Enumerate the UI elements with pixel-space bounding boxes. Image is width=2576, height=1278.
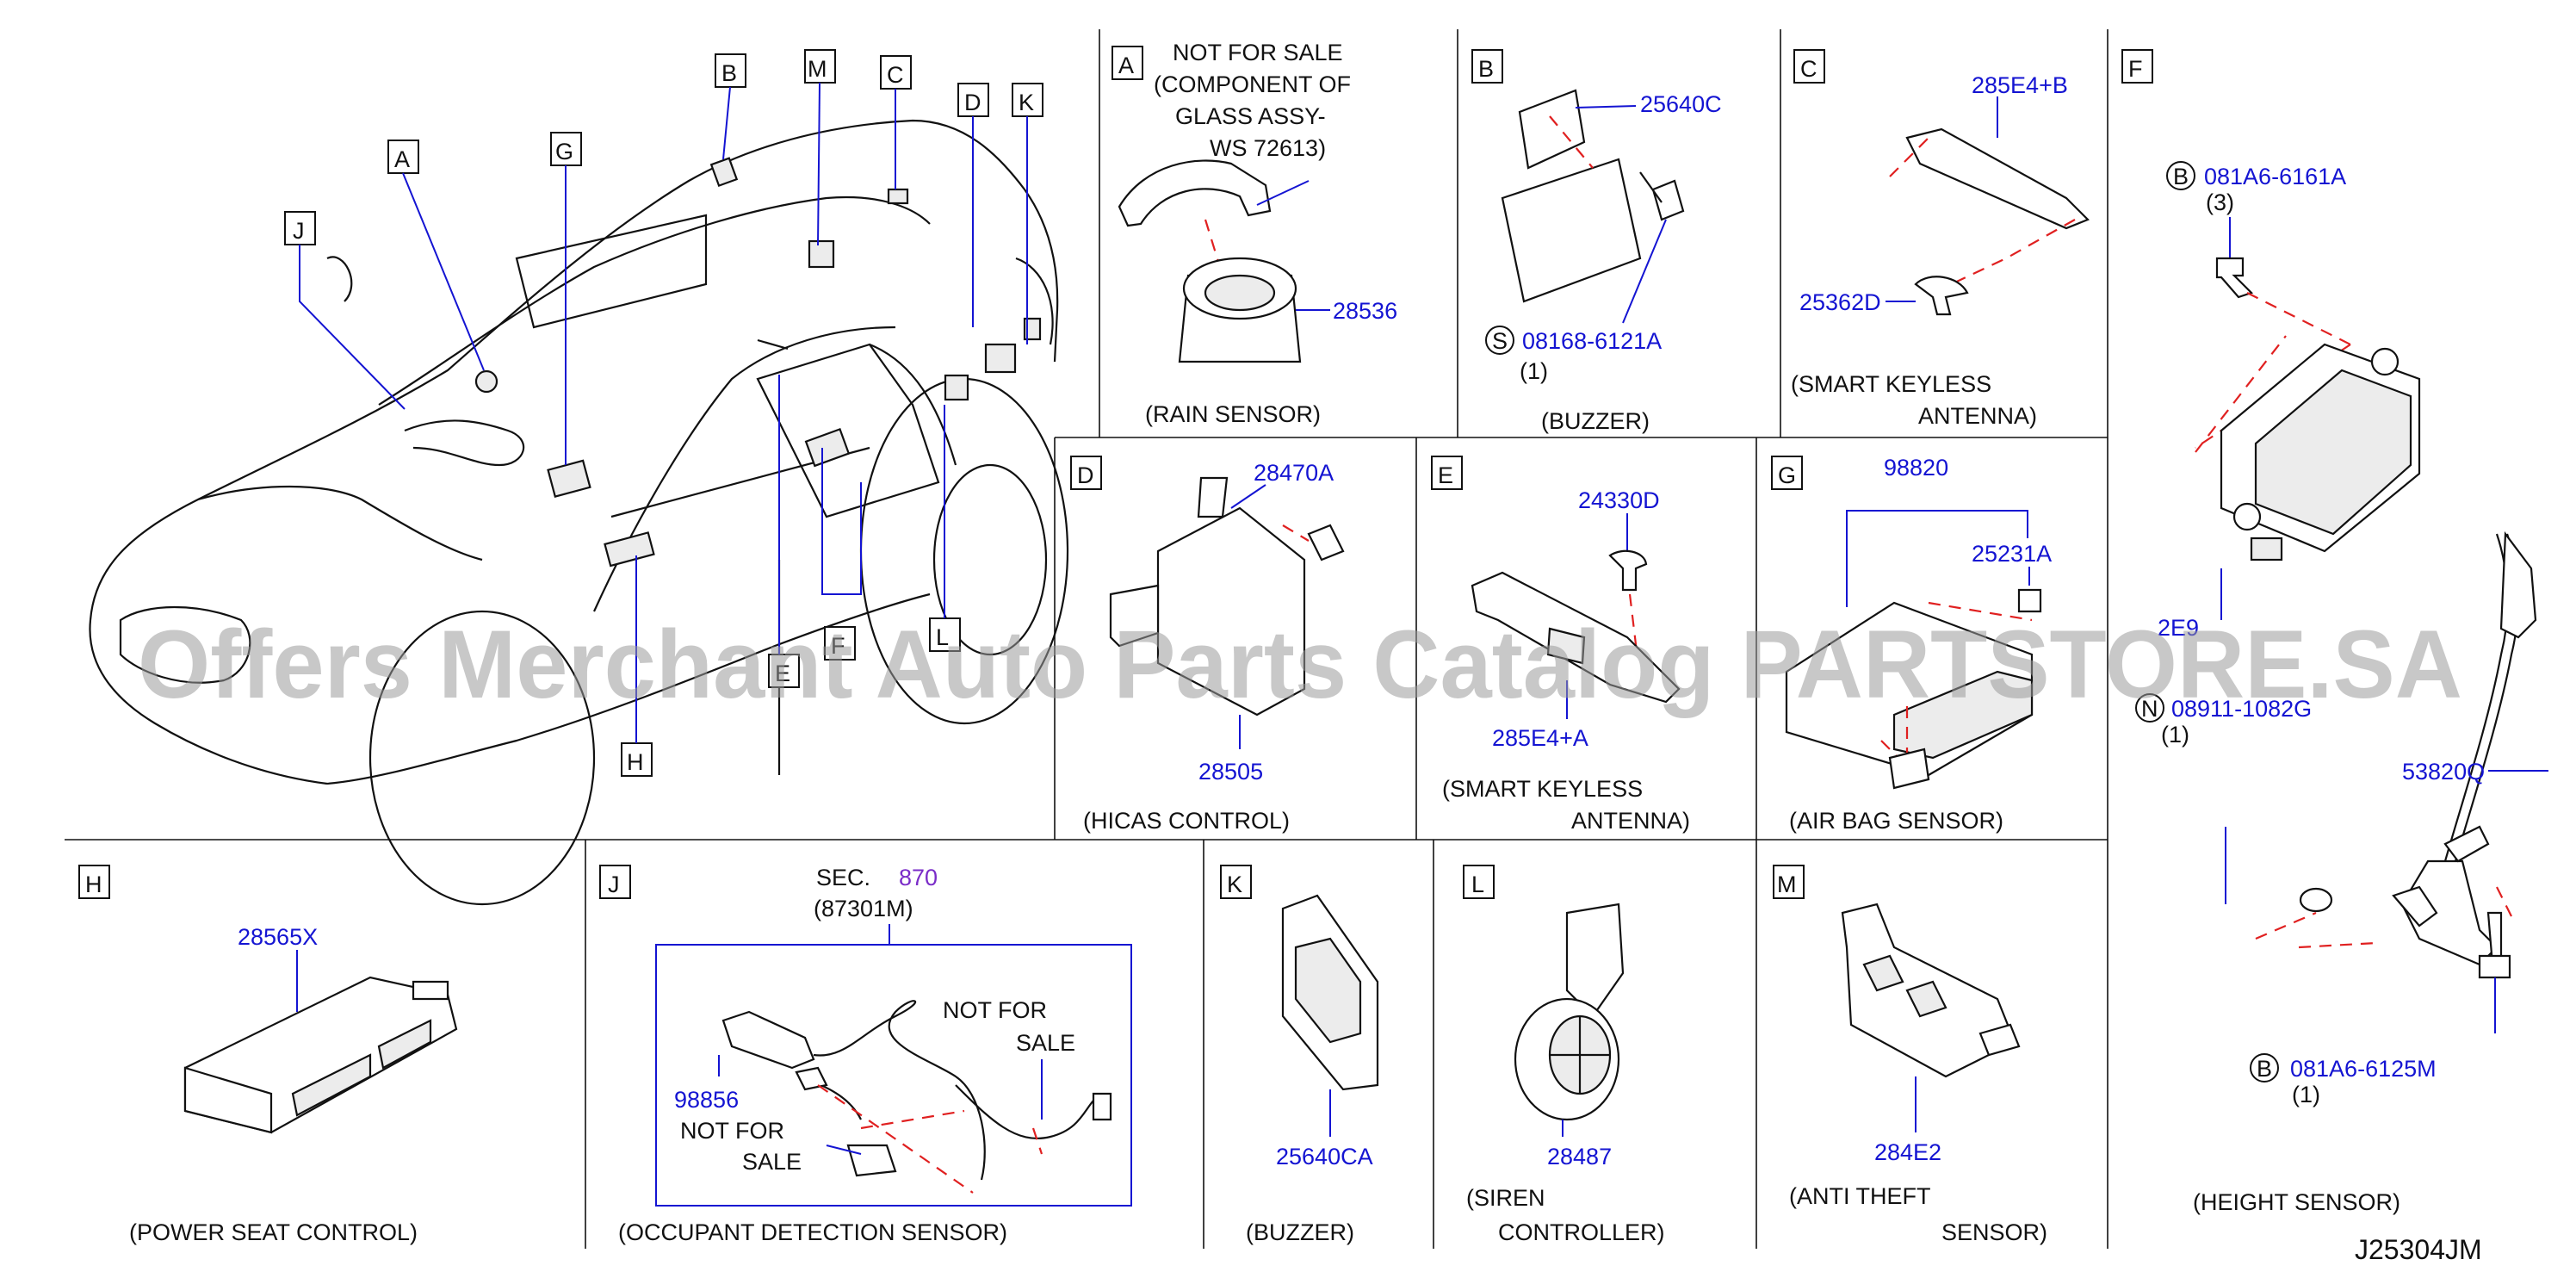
- panel-C-smart-keyless-antenna: C 285E4+B 25362D (SMART KEYLESS ANTENNA): [1791, 49, 2090, 429]
- nfs-line: NOT FOR: [680, 1118, 784, 1144]
- panel-title: (AIR BAG SENSOR): [1789, 808, 2003, 834]
- panel-letter: E: [1438, 462, 1453, 488]
- callout-M: M: [808, 56, 827, 82]
- drawing-id: J25304JM: [2355, 1234, 2482, 1265]
- callout-C: C: [887, 62, 904, 88]
- panel-title: (BUZZER): [1541, 408, 1650, 434]
- part-number: 53820Q: [2402, 759, 2485, 785]
- panel-title-line: ANTENNA): [1571, 808, 1690, 834]
- circle-label: B: [2173, 164, 2189, 189]
- part-number: 25640CA: [1276, 1144, 1373, 1169]
- part-number: 285E4+B: [1972, 72, 2068, 98]
- part-number: 25362D: [1799, 289, 1881, 315]
- panel-letter: C: [1800, 56, 1817, 82]
- section-number: 870: [899, 865, 938, 890]
- circle-label: B: [2257, 1056, 2272, 1082]
- part-number: 24330D: [1578, 487, 1660, 513]
- panel-letter: K: [1227, 872, 1242, 897]
- callout-E: E: [775, 661, 790, 686]
- callout-H: H: [627, 749, 644, 775]
- circle-label: N: [2141, 696, 2158, 722]
- nfs-line: SALE: [742, 1149, 802, 1175]
- nfs-line: NOT FOR: [943, 997, 1047, 1023]
- panel-title-line: (ANTI THEFT: [1789, 1183, 1931, 1209]
- part-number: 98820: [1884, 455, 1948, 481]
- callout-D: D: [964, 90, 981, 115]
- panel-M-anti-theft-sensor: M 284E2 (ANTI THEFT SENSOR): [1773, 865, 2047, 1245]
- part-number: 28487: [1547, 1144, 1612, 1169]
- callout-L: L: [936, 624, 949, 650]
- panel-letter: J: [608, 872, 620, 897]
- circle-label: S: [1492, 328, 1508, 354]
- part-number: 081A6-6161A: [2204, 164, 2346, 189]
- watermark: Offers Merchant Auto Parts Catalog PARTS…: [138, 611, 2462, 718]
- part-number: 25640C: [1640, 91, 1722, 117]
- panel-title-line: ANTENNA): [1918, 403, 2037, 429]
- part-number: 28505: [1198, 759, 1263, 785]
- panel-E-smart-keyless-antenna: E 24330D 285E4+A (SMART KEYLESS ANTENNA): [1431, 456, 1690, 834]
- panel-G-air-bag-sensor: G 98820 25231A (AIR BAG SENSOR): [1771, 455, 2052, 834]
- callout-K: K: [1019, 90, 1034, 115]
- panel-title: (HICAS CONTROL): [1083, 808, 1290, 834]
- quantity: (1): [1520, 358, 1548, 384]
- part-number: 98856: [674, 1087, 739, 1113]
- nfs-line: SALE: [1016, 1030, 1075, 1056]
- panel-letter: L: [1471, 872, 1484, 897]
- panel-title: (OCCUPANT DETECTION SENSOR): [618, 1219, 1007, 1245]
- panel-title: (BUZZER): [1246, 1219, 1354, 1245]
- part-number: 25231A: [1972, 541, 2052, 567]
- callout-G: G: [555, 139, 573, 164]
- part-number: 28536: [1333, 298, 1397, 324]
- panel-K-buzzer: K 25640CA (BUZZER): [1220, 865, 1379, 1245]
- panel-letter: B: [1478, 56, 1494, 82]
- panel-letter: F: [2128, 56, 2143, 82]
- note-line: (COMPONENT OF: [1154, 71, 1351, 97]
- panel-letter: M: [1777, 872, 1797, 897]
- callout-B: B: [721, 60, 737, 86]
- panel-letter: G: [1778, 462, 1796, 488]
- note-line: GLASS ASSY-: [1175, 103, 1326, 129]
- section-part: (87301M): [814, 896, 913, 921]
- panel-letter: A: [1118, 53, 1134, 78]
- quantity: (1): [2161, 722, 2189, 748]
- panel-title-line: SENSOR): [1941, 1219, 2047, 1245]
- panel-title: (RAIN SENSOR): [1145, 401, 1321, 427]
- panel-letter: H: [85, 872, 102, 897]
- section-label: SEC.: [816, 865, 870, 890]
- callout-J: J: [293, 218, 305, 244]
- panel-title: (HEIGHT SENSOR): [2193, 1189, 2400, 1215]
- part-number: 28470A: [1254, 460, 1334, 486]
- panel-B-buzzer: B 25640C S 08168-6121A (1) (BUZZER): [1471, 49, 1722, 434]
- panel-title-line: (SMART KEYLESS: [1442, 776, 1643, 802]
- part-number: 08168-6121A: [1522, 328, 1662, 354]
- part-number: 284E2: [1874, 1139, 1941, 1165]
- panel-F-height-sensor: F B 081A6-6161A (3) 2E9 N 08911-1082G (1…: [2121, 49, 2548, 1215]
- overview-callouts: A B C D E F G H J K L M: [284, 49, 1043, 777]
- panel-letter: D: [1077, 462, 1094, 488]
- panel-title-line: (SIREN: [1466, 1185, 1545, 1211]
- note-line: WS 72613): [1210, 135, 1326, 161]
- note-line: NOT FOR SALE: [1173, 40, 1343, 65]
- panel-J-occupant-detection-sensor: J SEC. 870 (87301M) 98856 NOT FOR SALE N…: [599, 865, 1132, 1245]
- callout-A: A: [394, 146, 410, 172]
- part-number-partial: 2E9: [2158, 615, 2199, 641]
- quantity: (1): [2292, 1082, 2320, 1107]
- panel-grid: [65, 29, 2108, 1249]
- panel-title-line: CONTROLLER): [1498, 1219, 1665, 1245]
- panel-title: (POWER SEAT CONTROL): [129, 1219, 418, 1245]
- quantity: (3): [2206, 189, 2234, 215]
- panel-A-rain-sensor: A NOT FOR SALE (COMPONENT OF GLASS ASSY-…: [1112, 40, 1397, 427]
- panel-L-siren-controller: L 28487 (SIREN CONTROLLER): [1463, 865, 1665, 1245]
- panel-D-hicas-control: D 28470A 28505 (HICAS CONTROL): [1070, 456, 1345, 834]
- part-number: 081A6-6125M: [2290, 1056, 2437, 1082]
- vehicle-overview-drawing: [89, 119, 1069, 906]
- panel-H-power-seat-control: H 28565X (POWER SEAT CONTROL): [78, 865, 458, 1245]
- part-number: 28565X: [238, 924, 318, 950]
- panel-title-line: (SMART KEYLESS: [1791, 371, 1991, 397]
- callout-F: F: [831, 633, 845, 659]
- part-number: 285E4+A: [1492, 725, 1588, 751]
- part-number: 08911-1082G: [2171, 696, 2312, 722]
